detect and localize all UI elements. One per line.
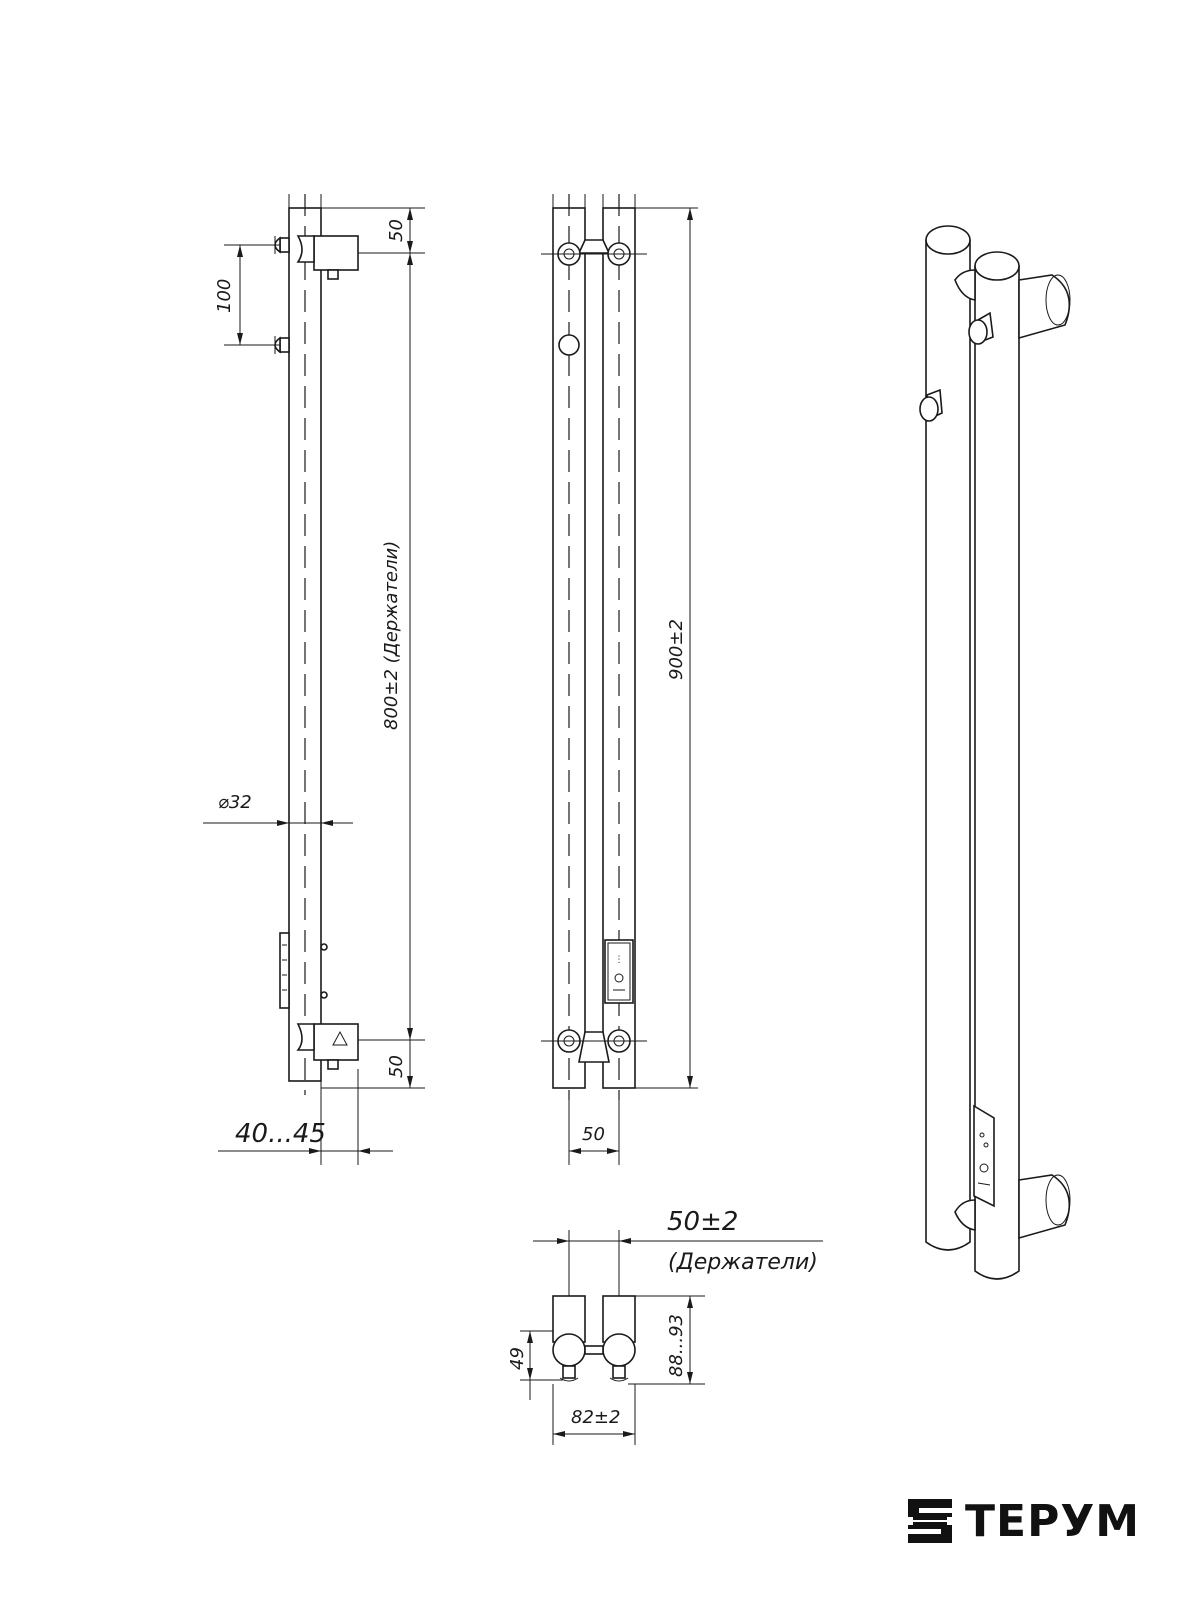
dim-holder-span: 800±2 (Держатели): [381, 541, 402, 730]
dim-mount-spacing: 100: [214, 279, 235, 313]
dim-width-total: 82±2: [571, 1407, 620, 1428]
dim-diameter: ⌀32: [218, 792, 252, 813]
brand-logo: ТЕРУМ: [905, 1493, 1145, 1549]
svg-text:⋮: ⋮: [615, 955, 624, 965]
dim-depth-center: 49: [507, 1347, 528, 1370]
terum-logo-icon: [908, 1499, 952, 1543]
dim-holders-spacing-note: (Держатели): [668, 1250, 818, 1275]
dim-pipe-spacing: 50: [582, 1124, 605, 1145]
dim-holders-spacing-value: 50±2: [667, 1207, 738, 1237]
dim-holder-offset-bottom: 50: [386, 1055, 407, 1078]
dim-wall-gap: 40...45: [235, 1119, 326, 1149]
isometric-view: [919, 225, 1071, 1280]
dim-depth-total: 88...93: [666, 1314, 687, 1377]
brand-name: ТЕРУМ: [965, 1495, 1141, 1547]
side-view: 50 100 800±2 (Держатели) 50 ⌀32 40...45: [203, 194, 425, 1165]
top-view: 50±2 (Держатели) 49 88...93 82±2: [507, 1207, 823, 1445]
dim-holder-offset-top: 50: [386, 219, 407, 242]
dim-total-length: 900±2: [666, 619, 687, 680]
front-view: ⋮ 900±2 50: [541, 194, 698, 1165]
